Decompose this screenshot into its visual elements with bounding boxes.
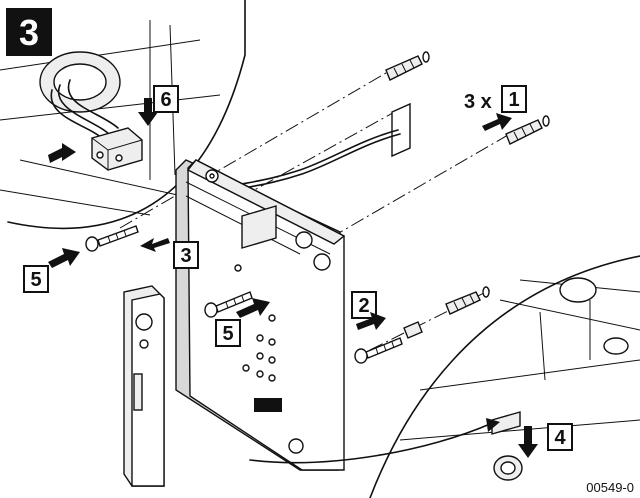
quantity-callout: 3 x 1: [464, 85, 527, 131]
terminal-block: [91, 127, 143, 171]
step-3-callout: 3: [140, 238, 199, 269]
step-2-callout: 2: [351, 291, 386, 330]
insert-arrow-icon: [48, 143, 76, 163]
figure-number-badge: 3: [6, 8, 52, 56]
wall-plug-right: [505, 115, 550, 145]
housing-cover: [123, 285, 165, 487]
step-5-left-arrow-icon: [48, 248, 80, 268]
keypad-housing: [175, 159, 346, 471]
push-arrow-icon: [138, 98, 158, 126]
wall-cable: [231, 102, 411, 191]
step-4-number: 4: [554, 427, 566, 449]
step-1-number: 1: [508, 89, 519, 111]
step-6-label: 6: [153, 85, 179, 113]
wall-plug-bottom: [445, 286, 490, 315]
base-detail-inset: 4: [249, 255, 640, 498]
step-6-number: 6: [160, 89, 171, 111]
quantity-label: 3 x: [464, 91, 492, 113]
screw-plug-part: [493, 455, 523, 481]
step-5-left-number: 5: [30, 269, 41, 291]
step-5-center-callout: 5: [215, 298, 270, 347]
step-2-number: 2: [358, 295, 369, 317]
screw-bottom-right: [354, 321, 423, 364]
figure-number: 3: [19, 12, 39, 53]
step-4-arrow-icon: [518, 426, 538, 458]
keypad-buttons: [242, 314, 276, 382]
step-3-arrow-icon: [140, 238, 170, 252]
step-3-number: 3: [180, 245, 191, 267]
wall-plug-top: [385, 51, 430, 81]
screw-left: [85, 225, 139, 252]
step-5-center-arrow-icon: [236, 298, 270, 318]
step-5-center-number: 5: [222, 323, 233, 345]
step-1-arrow-icon: [482, 113, 512, 131]
step-2-arrow-icon: [356, 312, 386, 330]
reference-code: 00549-0: [586, 480, 634, 495]
step-5-left-callout: 5: [23, 248, 80, 293]
wiring-detail-inset: [0, 0, 246, 230]
brand-plate: [254, 398, 282, 412]
